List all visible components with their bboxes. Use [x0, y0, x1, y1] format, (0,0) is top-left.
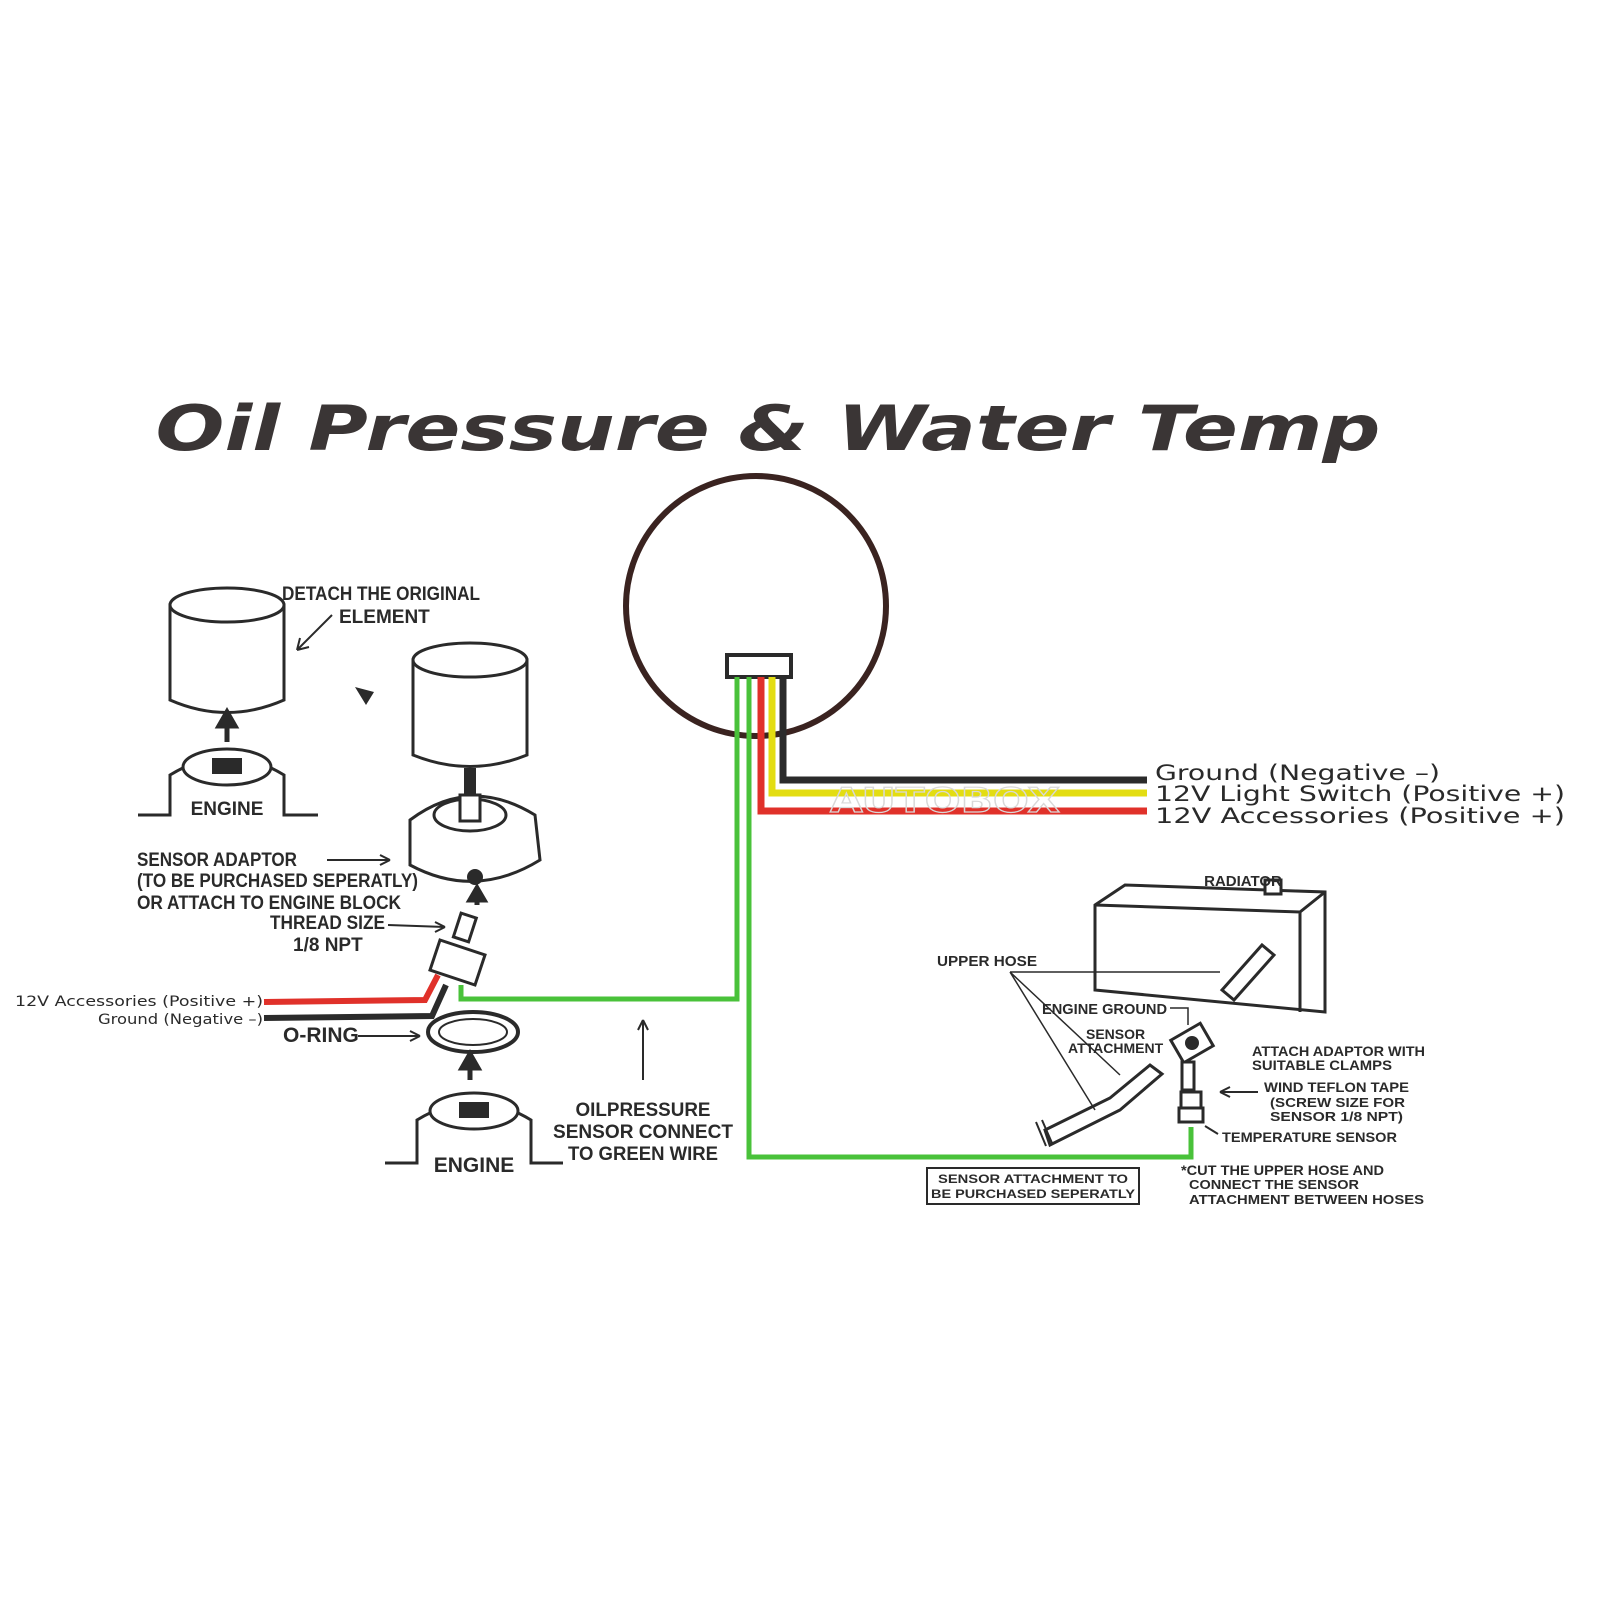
connect-arrow-icon	[637, 1019, 649, 1080]
teflon-label-line3: SENSOR 1/8 NPT)	[1270, 1109, 1403, 1124]
accessories-wire-label: 12V Accessories (Positive +)	[1155, 804, 1565, 828]
arrow-up-icon	[457, 1048, 483, 1080]
engine-ground-pointer	[1170, 1007, 1189, 1025]
sensor-attachment	[1168, 1021, 1216, 1092]
gauge-outline	[623, 473, 889, 739]
temperature-sensor	[1177, 1090, 1205, 1124]
purchase-note-box	[926, 1167, 1140, 1205]
arrow-right-icon	[355, 687, 374, 705]
engine-label-top: ENGINE	[191, 799, 264, 820]
cut-note-line1: *CUT THE UPPER HOSE AND	[1181, 1162, 1384, 1178]
sender-accessories-label: 12V Accessories (Positive +)	[15, 994, 263, 1010]
oil-sensor-wire	[458, 677, 740, 1002]
clamps-label-line1: ATTACH ADAPTOR WITH	[1252, 1043, 1425, 1059]
accessories-wire	[757, 677, 1147, 815]
connect-label-line3: TO GREEN WIRE	[568, 1144, 718, 1165]
radiator-label: RADIATOR	[1204, 873, 1282, 890]
original-oil-filter	[168, 586, 286, 714]
light-switch-wire	[768, 677, 1147, 797]
radiator	[1093, 878, 1327, 1014]
engine-mount-bottom	[385, 1091, 563, 1165]
connect-label-line1: OILPRESSURE	[576, 1100, 711, 1121]
purchase-note-line2: BE PURCHASED SEPERATLY	[931, 1187, 1135, 1201]
adaptor-arrow-icon	[327, 854, 391, 866]
engine-ground-label: ENGINE GROUND	[1042, 1001, 1167, 1018]
detach-label-line1: DETACH THE ORIGINAL	[282, 584, 480, 605]
oil-filter-with-adaptor	[408, 641, 542, 885]
detach-label-line2: ELEMENT	[339, 607, 430, 628]
oil-pressure-sender	[428, 911, 487, 987]
gauge-connector	[725, 653, 793, 679]
sender-ground-label: Ground (Negative –)	[98, 1012, 263, 1028]
o-ring-inner	[438, 1018, 508, 1046]
diagram-title: Oil Pressure & Water Temp	[156, 392, 1381, 465]
clamps-label-line2: SUITABLE CLAMPS	[1252, 1057, 1392, 1073]
thread-npt-label: 1/8 NPT	[293, 935, 363, 956]
detach-arrow-icon	[296, 614, 333, 651]
engine-mount-top	[138, 747, 318, 817]
adaptor-label-line2: (TO BE PURCHASED SEPERATLY)	[137, 871, 418, 892]
sender-ground-wire	[263, 983, 449, 1021]
purchase-note-line1: SENSOR ATTACHMENT TO	[938, 1172, 1128, 1186]
o-ring-arrow-icon	[358, 1030, 421, 1042]
watermark: AUTOBOX	[830, 781, 1060, 821]
teflon-label-line2: (SCREW SIZE FOR	[1270, 1095, 1406, 1110]
thread-arrow-icon	[387, 921, 446, 933]
adaptor-label-line3: OR ATTACH TO ENGINE BLOCK	[137, 893, 401, 914]
upper-hose-pointer	[1009, 971, 1220, 1111]
connect-label-line2: SENSOR CONNECT	[553, 1122, 733, 1143]
arrow-up-icon	[465, 883, 489, 905]
teflon-label-line1: WIND TEFLON TAPE	[1264, 1079, 1409, 1095]
adaptor-label-line1: SENSOR ADAPTOR	[137, 850, 297, 871]
thread-size-label: THREAD SIZE	[270, 913, 385, 934]
water-sensor-wire	[746, 677, 1194, 1160]
ground-wire	[779, 677, 1147, 784]
temp-sensor-pointer	[1204, 1125, 1219, 1135]
upper-hose	[1035, 1063, 1165, 1148]
attachment-label-line1: SENSOR	[1086, 1026, 1145, 1042]
temp-sensor-label: TEMPERATURE SENSOR	[1222, 1129, 1397, 1145]
attachment-label-line2: ATTACHMENT	[1068, 1040, 1164, 1056]
engine-label-bottom: ENGINE	[434, 1154, 515, 1177]
cut-note-line2: CONNECT THE SENSOR	[1189, 1177, 1360, 1192]
teflon-arrow-icon	[1219, 1086, 1258, 1098]
arrow-up-icon	[214, 706, 240, 742]
light-switch-wire-label: 12V Light Switch (Positive +)	[1155, 782, 1565, 806]
o-ring-label: O-RING	[283, 1024, 359, 1047]
upper-hose-label: UPPER HOSE	[937, 953, 1037, 970]
cut-note-line3: ATTACHMENT BETWEEN HOSES	[1189, 1192, 1424, 1207]
ground-wire-label: Ground (Negative –)	[1155, 761, 1440, 785]
sender-accessories-wire	[263, 973, 441, 1005]
